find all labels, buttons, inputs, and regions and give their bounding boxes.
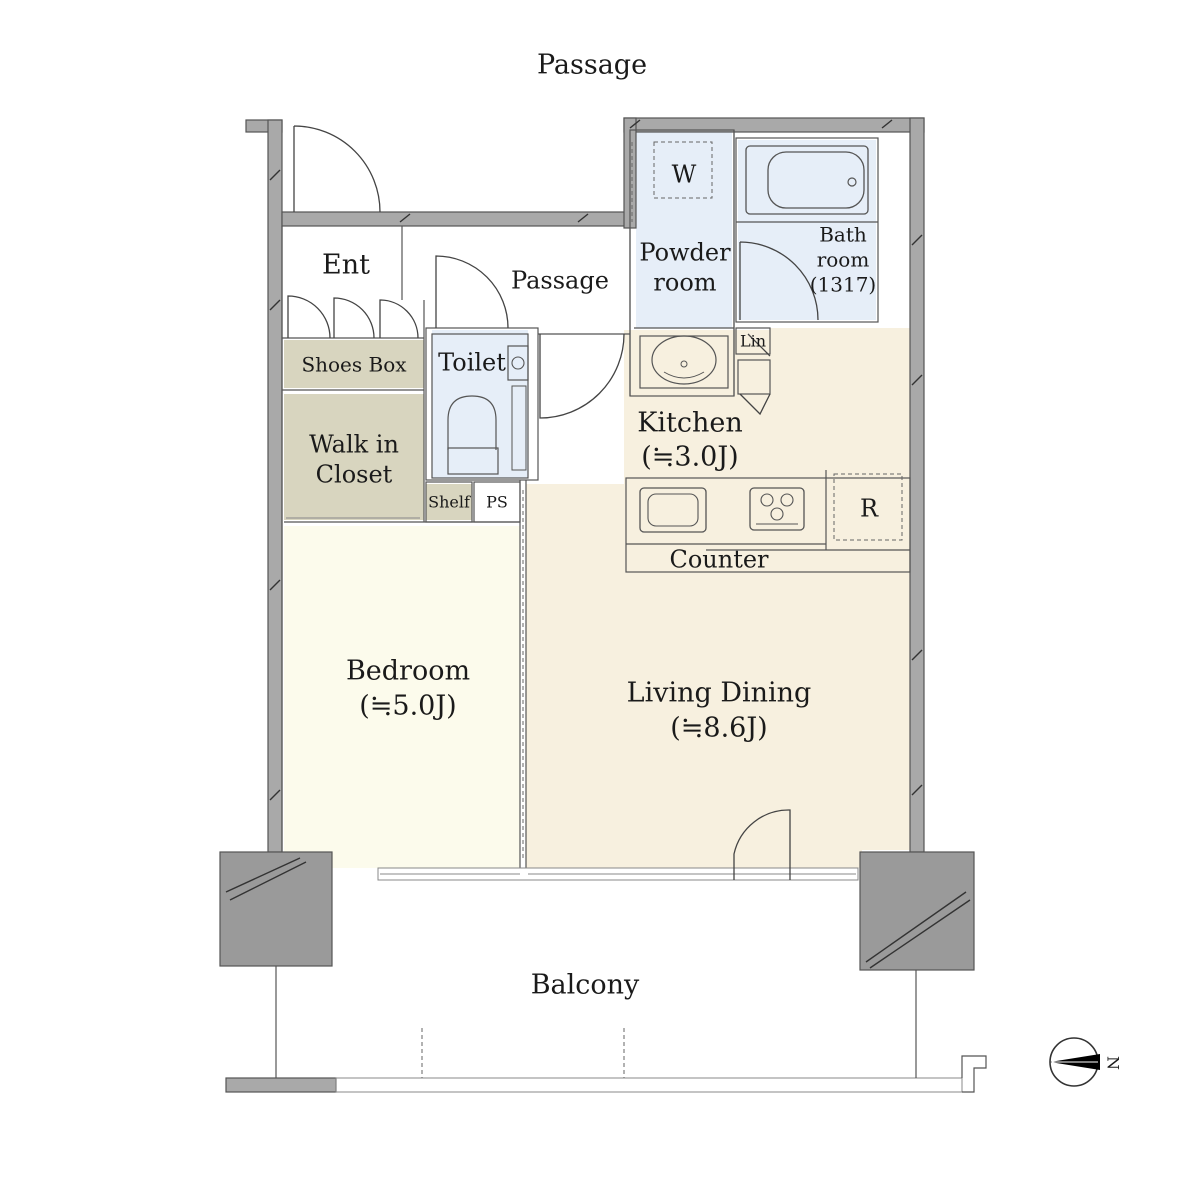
bedroom-label: Bedroom — [346, 656, 470, 687]
partitions — [281, 129, 911, 1078]
doors — [287, 125, 819, 880]
bathroom-label-2: room — [817, 248, 870, 272]
toilet-label: Toilet — [438, 349, 506, 377]
shelf — [426, 484, 472, 520]
toilet-icon — [447, 345, 529, 475]
bedroom-floor — [284, 526, 520, 868]
room-fills — [284, 132, 910, 868]
pipe-space-label: PS — [486, 493, 508, 512]
bathroom-floor — [738, 140, 876, 320]
linen-label: Lin — [740, 332, 766, 351]
shelf-label: Shelf — [428, 493, 471, 512]
stove-icon — [749, 487, 805, 531]
counter-label: Counter — [669, 546, 769, 574]
living-dining-size-label: (≒8.6J) — [670, 713, 767, 744]
walk-in-closet-label-1: Walk in — [309, 431, 399, 459]
refrigerator-label: R — [860, 495, 879, 523]
washer-label: W — [672, 161, 697, 189]
compass-icon — [1049, 1037, 1100, 1087]
bathtub-icon — [745, 145, 869, 215]
shoes-box — [284, 340, 424, 388]
kitchen-sink-icon — [639, 487, 707, 533]
kitchen-label: Kitchen — [637, 408, 743, 439]
powder-room-floor — [636, 132, 732, 328]
labels: Passage Ent Passage W Powder room Bath r… — [301, 50, 1122, 1071]
walls — [219, 117, 987, 1093]
top-passage-label: Passage — [537, 50, 647, 81]
powder-room-label-1: Powder — [639, 239, 731, 267]
sink-icon — [639, 335, 729, 389]
living-dining-floor — [526, 328, 910, 868]
bathroom-label-1: Bath — [819, 223, 867, 247]
walk-in-closet-label-2: Closet — [316, 461, 393, 489]
walk-in-closet-floor — [284, 394, 424, 520]
entrance-label: Ent — [322, 250, 370, 281]
bedroom-size-label: (≒5.0J) — [359, 691, 456, 722]
bathroom-label-3: (1317) — [810, 273, 877, 297]
north-label: N — [1104, 1056, 1123, 1070]
balcony-label: Balcony — [531, 970, 640, 1001]
passage-label: Passage — [511, 267, 609, 295]
shoes-box-label: Shoes Box — [301, 353, 407, 377]
living-dining-label: Living Dining — [627, 678, 812, 709]
powder-room-label-2: room — [653, 269, 716, 297]
kitchen-size-label: (≒3.0J) — [641, 442, 738, 473]
